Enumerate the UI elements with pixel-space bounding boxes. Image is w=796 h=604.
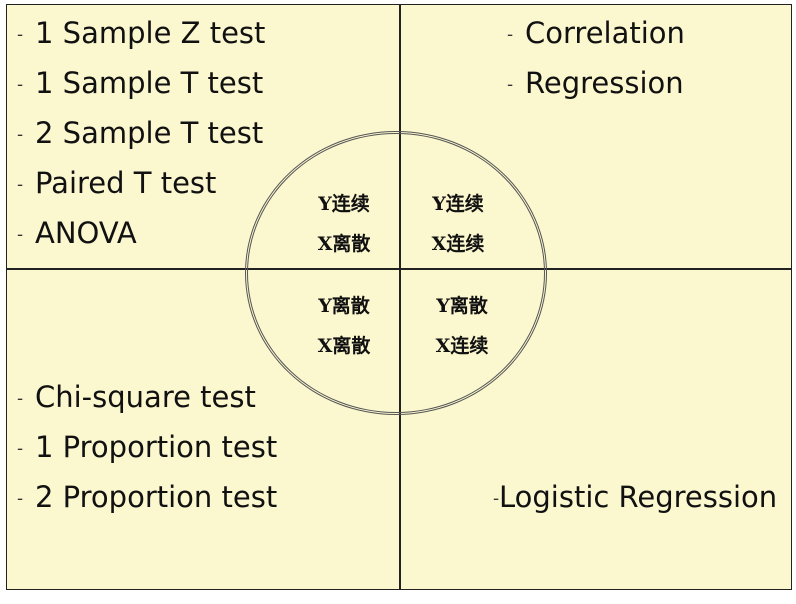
bullet-dash: -	[17, 25, 24, 45]
bullet-dash: -	[17, 125, 24, 145]
y-variable-type: Y离散	[436, 295, 488, 317]
x-variable-type: X连续	[431, 233, 485, 255]
list-item: -1 Sample Z test	[17, 8, 265, 58]
list-item-label: Paired T test	[35, 166, 217, 200]
list-item-label: 2 Proportion test	[35, 480, 278, 514]
top-left-test-list: -1 Sample Z test -1 Sample T test -2 Sam…	[17, 8, 265, 258]
list-item: -ANOVA	[17, 208, 265, 258]
bullet-dash: -	[507, 25, 514, 45]
list-item-label: 1 Sample T test	[35, 66, 264, 100]
list-item-label: Correlation	[525, 16, 685, 50]
bullet-dash: -	[17, 75, 24, 95]
list-item-label: Chi-square test	[35, 380, 256, 414]
y-variable-type: Y连续	[318, 193, 370, 215]
bullet-dash: -	[17, 389, 24, 409]
x-variable-type: X离散	[317, 335, 371, 357]
list-item: -2 Proportion test	[17, 472, 277, 522]
x-variable-type: X连续	[435, 335, 489, 357]
list-item-label: Logistic Regression	[499, 480, 778, 514]
bullet-dash: -	[17, 439, 24, 459]
list-item-label: 2 Sample T test	[35, 116, 264, 150]
bullet-dash: -	[17, 175, 24, 195]
list-item: -2 Sample T test	[17, 108, 265, 158]
circle-label-top-left: Y连续 X离散	[309, 184, 379, 264]
bottom-left-test-list: -Chi-square test -1 Proportion test -2 P…	[17, 372, 277, 522]
bullet-dash: -	[507, 75, 514, 95]
bottom-right-test-list: -Logistic Regression	[493, 472, 777, 522]
list-item: -Logistic Regression	[493, 472, 777, 522]
circle-label-bottom-right: Y离散 X连续	[427, 286, 497, 366]
list-item: -Chi-square test	[17, 372, 277, 422]
circle-label-bottom-left: Y离散 X离散	[309, 286, 379, 366]
list-item-label: 1 Proportion test	[35, 430, 278, 464]
quadrant-diagram: -1 Sample Z test -1 Sample T test -2 Sam…	[6, 4, 792, 590]
circle-label-top-right: Y连续 X连续	[423, 184, 493, 264]
x-variable-type: X离散	[317, 233, 371, 255]
list-item: -Correlation	[507, 8, 685, 58]
list-item: -Regression	[507, 58, 685, 108]
y-variable-type: Y连续	[432, 193, 484, 215]
center-circle	[245, 131, 547, 415]
bullet-dash: -	[493, 489, 500, 509]
list-item: -1 Proportion test	[17, 422, 277, 472]
top-right-test-list: -Correlation -Regression	[507, 8, 685, 108]
bullet-dash: -	[17, 225, 24, 245]
bullet-dash: -	[17, 489, 24, 509]
y-variable-type: Y离散	[318, 295, 370, 317]
list-item-label: 1 Sample Z test	[35, 16, 266, 50]
list-item: -Paired T test	[17, 158, 265, 208]
list-item-label: Regression	[525, 66, 684, 100]
list-item-label: ANOVA	[35, 216, 137, 250]
list-item: -1 Sample T test	[17, 58, 265, 108]
